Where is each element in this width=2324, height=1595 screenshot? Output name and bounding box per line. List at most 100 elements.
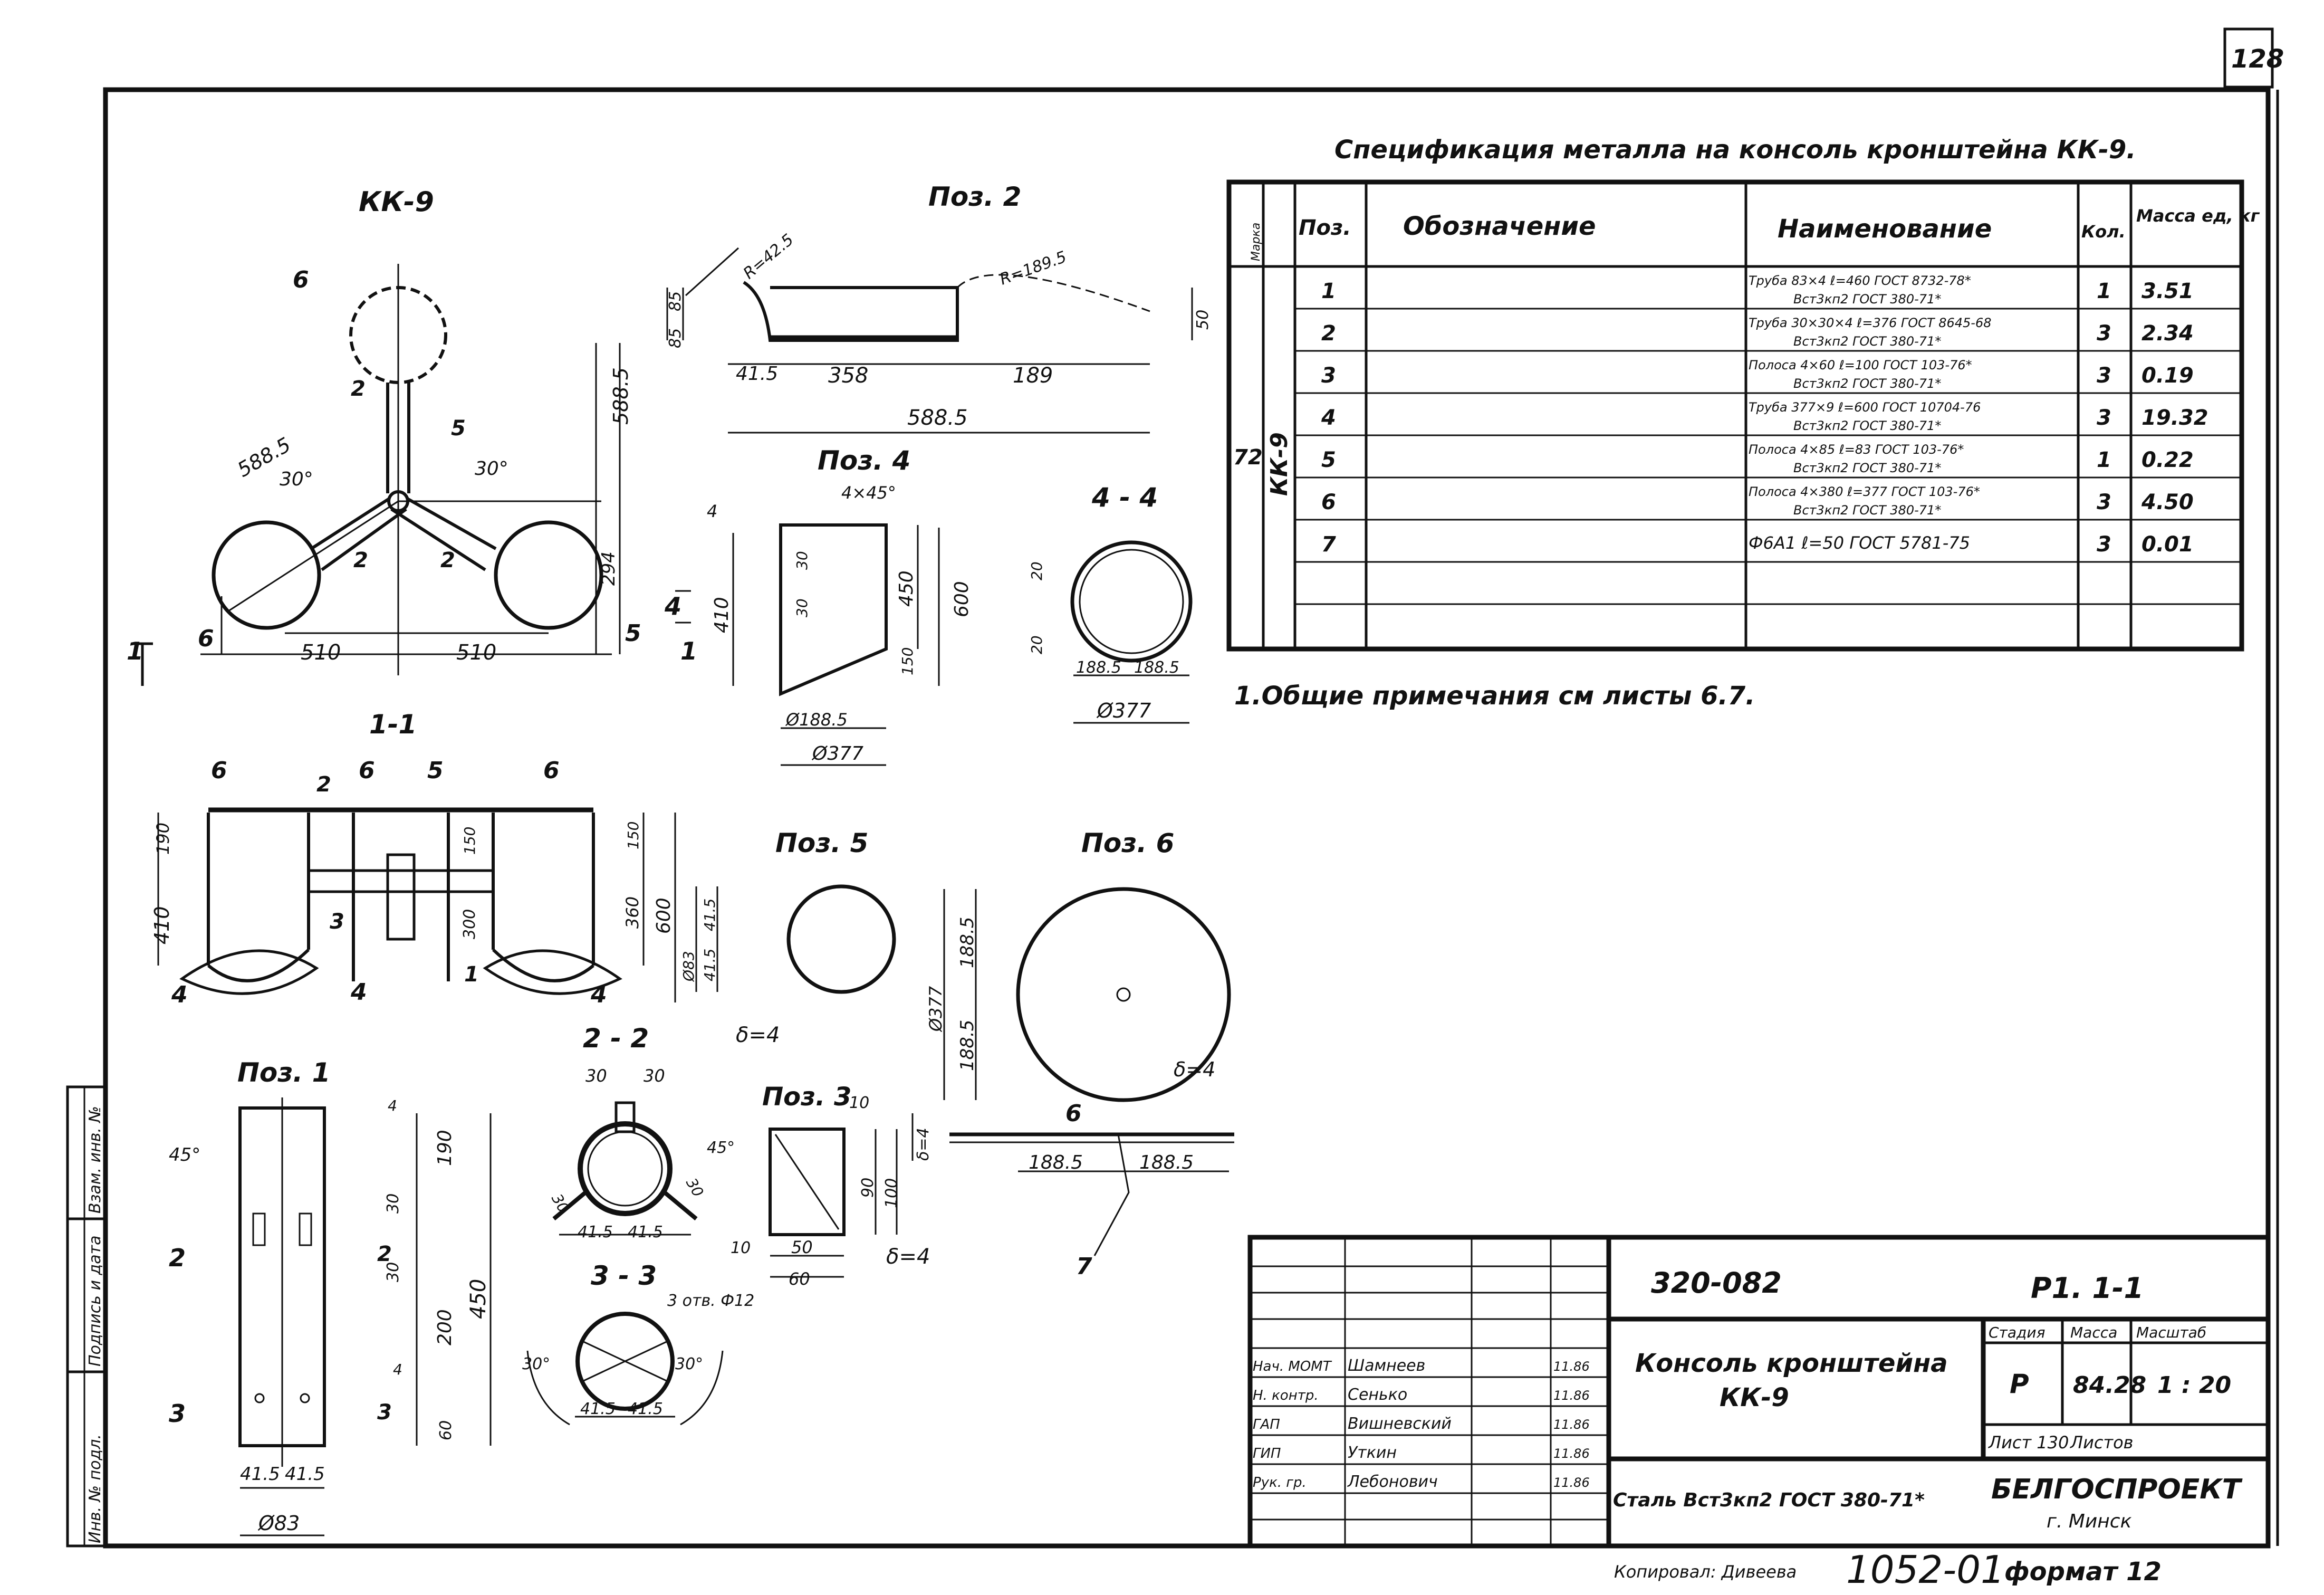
svg-text:11.86: 11.86 — [1553, 1475, 1590, 1490]
view-title: Поз. 1 — [237, 1057, 330, 1088]
dim: 190 — [434, 1130, 456, 1166]
spec-row: 4 Труба 377×9 ℓ=600 ГОСТ 10704-76 Вст3кп… — [1321, 400, 2208, 433]
view-pos2: Поз. 2 R=42.5 R=189.5 85 85 41.5 358 189… — [666, 182, 1212, 434]
city: г. Минск — [2047, 1511, 2132, 1532]
row-qty: 3 — [2097, 321, 2111, 346]
callout: 6 — [293, 266, 309, 293]
dim: 4 — [393, 1361, 402, 1378]
general-note: 1.Общие примечания см листы 6.7. — [1234, 681, 1755, 711]
dim: 450 — [896, 570, 917, 607]
view-section-44: 4 - 4 20 20 188.5 188.5 Ø377 — [1028, 482, 1193, 724]
dim: 410 — [150, 906, 174, 944]
mass-label: Масса — [2070, 1324, 2117, 1341]
view-pos5: Поз. 5 41.5 41.5 Ø83 δ=4 — [680, 828, 896, 1047]
view-pos6: Поз. 6 188.5 188.5 Ø377 δ=4 δ=4 188.5 18… — [911, 828, 1234, 1280]
row-name-1: Полоса 4×60 ℓ=100 ГОСТ 103-76* — [1749, 358, 1972, 373]
dim: 30 — [793, 598, 811, 617]
row-qty: 3 — [2097, 364, 2111, 388]
view-pos3: Поз. 3 10 45° 90 100 10 50 60 δ=4 — [707, 1082, 930, 1289]
row-name-1: Полоса 4×380 ℓ=377 ГОСТ 103-76* — [1749, 484, 1980, 499]
svg-text:Нач. МОМТ: Нач. МОМТ — [1253, 1359, 1332, 1374]
row-qty: 1 — [2097, 448, 2111, 472]
dim: Ø188.5 — [785, 710, 848, 730]
dim: 294 — [598, 551, 619, 586]
dim: 588.5 — [907, 406, 968, 430]
scale-label: Масштаб — [2136, 1324, 2206, 1341]
view-section-11: 1-1 190 410 150 300 150 360 600 6 2 6 5 … — [150, 709, 676, 1008]
view-title: 2 - 2 — [583, 1023, 649, 1054]
callout: 3 — [169, 1399, 186, 1428]
dim: 358 — [828, 364, 868, 388]
svg-text:Вишневский: Вишневский — [1348, 1415, 1452, 1433]
row-mass: 2.34 — [2141, 321, 2194, 346]
right-tube — [492, 813, 595, 966]
row-mass: 0.01 — [2141, 532, 2194, 557]
view-kk9: КК-9 588.5 30° 30° 588.5 294 510 510 4 1… — [127, 186, 697, 686]
dim: 30° — [522, 1355, 550, 1373]
spec-title: Спецификация металла на консоль кронштей… — [1334, 135, 2136, 165]
dim: 45° — [169, 1144, 200, 1166]
dim: 60 — [437, 1420, 455, 1440]
view-title: 3 - 3 — [591, 1260, 657, 1291]
view-section-33: 3 - 3 3 отв. Ф12 30° 30° 41.5 41.5 — [522, 1260, 754, 1426]
row-name-1: Труба 377×9 ℓ=600 ГОСТ 10704-76 — [1749, 400, 1981, 415]
dim: 41.5 — [628, 1223, 663, 1241]
tube-circle-left — [212, 520, 321, 630]
row-name-1: Ф6А1 ℓ=50 ГОСТ 5781-75 — [1749, 533, 1970, 553]
dim: δ=4 — [736, 1023, 780, 1047]
svg-text:11.86: 11.86 — [1553, 1446, 1590, 1461]
row-mass: 0.19 — [2141, 364, 2194, 388]
dim: 30 — [793, 551, 811, 570]
dim: 189 — [1013, 364, 1053, 388]
dim: 600 — [951, 581, 973, 617]
dim: 188.5 — [1029, 1152, 1083, 1173]
dim: Ø377 — [926, 986, 946, 1033]
dim: 188.5 — [957, 917, 978, 968]
dim: 300 — [460, 909, 479, 939]
dim: 41.5 — [736, 363, 778, 385]
dim: 188.5 — [1139, 1152, 1194, 1173]
stage-label: Стадия — [1989, 1324, 2045, 1341]
row-qty: 3 — [2097, 490, 2111, 514]
tube-circle-right — [494, 520, 603, 630]
dim: 30 — [548, 1191, 572, 1216]
callout: 6 — [359, 757, 375, 784]
callout: 5 — [427, 757, 444, 784]
svg-text:Сенько: Сенько — [1348, 1386, 1407, 1404]
dim: 188.5 — [1134, 658, 1179, 677]
dim: 41.5 — [578, 1223, 613, 1241]
spec-row: 2 Труба 30×30×4 ℓ=376 ГОСТ 8645-68 Вст3к… — [1321, 316, 2194, 349]
plate-circle — [1016, 887, 1231, 1102]
dim: 30° — [280, 469, 313, 490]
callout: 6 — [1065, 1100, 1082, 1127]
dim: 150 — [461, 827, 478, 855]
header-qty: Кол. — [2081, 222, 2126, 242]
view-title: 4 - 4 — [1091, 482, 1158, 513]
dim: 600 — [653, 897, 675, 934]
row-mass: 4.50 — [2141, 490, 2194, 514]
spec-row: 6 Полоса 4×380 ℓ=377 ГОСТ 103-76* Вст3кп… — [1321, 484, 2194, 518]
spec-row: 3 Полоса 4×60 ℓ=100 ГОСТ 103-76* Вст3кп2… — [1321, 358, 2194, 391]
callout: 7 — [1076, 1253, 1092, 1280]
dim: Ø83 — [257, 1512, 300, 1535]
dim: 588.5 — [609, 367, 632, 425]
dim: 3 отв. Ф12 — [667, 1292, 754, 1310]
callout: 1 — [127, 637, 143, 665]
spec-row: 7 Ф6А1 ℓ=50 ГОСТ 5781-75 3 0.01 — [1321, 532, 2194, 557]
callout: 2 — [440, 548, 455, 572]
callout: 4 — [590, 981, 607, 1008]
row-pos: 7 — [1321, 532, 1336, 557]
dim: 450 — [466, 1279, 491, 1319]
callout: 3 — [330, 910, 344, 934]
dim: 10 — [849, 1094, 869, 1112]
project-code: 320-082 — [1651, 1266, 1782, 1300]
tube-profile — [743, 281, 959, 342]
material: Сталь Вст3кп2 ГОСТ 380-71* — [1613, 1489, 1925, 1511]
dim: 30 — [384, 1262, 402, 1282]
callout: 6 — [543, 757, 560, 784]
dim: δ=4 — [914, 1128, 933, 1161]
dim: 41.5 — [701, 949, 718, 981]
sheets-label: Листов — [2070, 1432, 2134, 1453]
left-binding-strip: Инв. № подл. Подпись и дата Взам. инв. № — [66, 1085, 107, 1548]
